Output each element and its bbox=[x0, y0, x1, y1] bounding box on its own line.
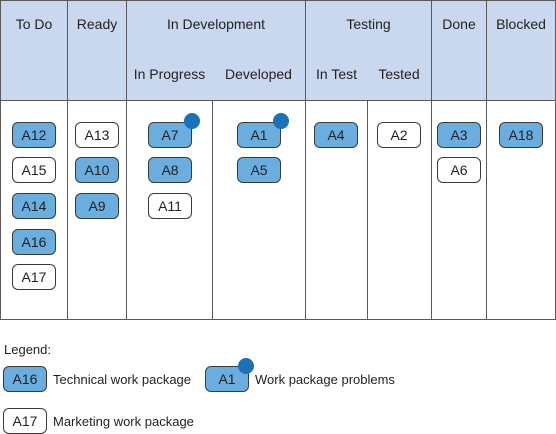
legend-problem-dot-icon bbox=[238, 358, 254, 374]
column-in-progress bbox=[127, 100, 213, 320]
work-package-card[interactable]: A6 bbox=[437, 157, 481, 183]
header-tested: Tested bbox=[367, 48, 432, 101]
card-label: A6 bbox=[450, 162, 468, 178]
header-done-label: Done bbox=[442, 16, 476, 32]
card-label: A14 bbox=[21, 198, 47, 214]
header-todo: To Do bbox=[0, 0, 68, 101]
header-developed-label: Developed bbox=[225, 66, 292, 82]
work-package-card[interactable]: A18 bbox=[499, 122, 543, 148]
card-label: A18 bbox=[508, 127, 534, 143]
legend-technical-sample-label: A16 bbox=[12, 371, 38, 387]
work-package-card[interactable]: A17 bbox=[12, 264, 56, 290]
header-in-test: In Test bbox=[306, 48, 368, 101]
card-label: A2 bbox=[390, 127, 408, 143]
legend-problem-sample-label: A1 bbox=[218, 371, 236, 387]
work-package-card[interactable]: A15 bbox=[12, 157, 56, 183]
work-package-card[interactable]: A13 bbox=[75, 122, 119, 148]
header-ready: Ready bbox=[68, 0, 127, 101]
card-label: A8 bbox=[161, 162, 179, 178]
card-label: A11 bbox=[158, 198, 182, 214]
card-label: A16 bbox=[21, 234, 47, 250]
legend-marketing-sample: A17 bbox=[3, 408, 47, 434]
header-blocked-label: Blocked bbox=[496, 16, 546, 32]
legend-problem-label: Work package problems bbox=[255, 372, 395, 387]
board-border-bottom bbox=[0, 319, 556, 320]
card-label: A15 bbox=[21, 162, 47, 178]
card-label: A13 bbox=[84, 127, 110, 143]
legend-marketing-label: Marketing work package bbox=[53, 414, 194, 429]
problem-indicator-icon bbox=[273, 113, 289, 129]
work-package-card[interactable]: A8 bbox=[148, 157, 192, 183]
kanban-board: To Do Ready In Development Testing Done … bbox=[0, 0, 556, 320]
header-in-test-label: In Test bbox=[316, 66, 357, 82]
header-blocked: Blocked bbox=[487, 0, 556, 101]
work-package-card[interactable]: A10 bbox=[75, 157, 119, 183]
header-in-progress: In Progress bbox=[127, 48, 213, 101]
work-package-card[interactable]: A9 bbox=[75, 193, 119, 219]
column-todo bbox=[0, 100, 68, 320]
header-developed: Developed bbox=[212, 48, 306, 101]
column-in-test bbox=[306, 100, 368, 320]
card-label: A10 bbox=[84, 162, 110, 178]
legend-technical-label: Technical work package bbox=[53, 372, 192, 387]
column-tested bbox=[367, 100, 432, 320]
card-label: A17 bbox=[21, 269, 47, 285]
header-in-development: In Development bbox=[127, 0, 306, 49]
work-package-card[interactable]: A5 bbox=[237, 157, 281, 183]
column-ready bbox=[68, 100, 127, 320]
header-testing-label: Testing bbox=[346, 16, 391, 32]
header-todo-label: To Do bbox=[15, 16, 53, 32]
card-label: A7 bbox=[161, 127, 179, 143]
card-label: A9 bbox=[88, 198, 106, 214]
work-package-card[interactable]: A1 bbox=[237, 122, 281, 148]
work-package-card[interactable]: A3 bbox=[437, 122, 481, 148]
card-label: A12 bbox=[21, 127, 47, 143]
card-label: A4 bbox=[327, 127, 345, 143]
header-ready-label: Ready bbox=[76, 16, 118, 32]
legend-technical-sample: A16 bbox=[3, 366, 47, 392]
work-package-card[interactable]: A2 bbox=[377, 122, 421, 148]
header-testing: Testing bbox=[306, 0, 432, 49]
work-package-card[interactable]: A14 bbox=[12, 193, 56, 219]
board-border-left bbox=[0, 0, 1, 320]
legend-title: Legend: bbox=[4, 342, 51, 357]
column-developed bbox=[212, 100, 306, 320]
card-label: A1 bbox=[250, 127, 268, 143]
problem-indicator-icon bbox=[184, 113, 200, 129]
board-border-top bbox=[0, 0, 556, 1]
work-package-card[interactable]: A16 bbox=[12, 229, 56, 255]
work-package-card[interactable]: A12 bbox=[12, 122, 56, 148]
header-in-development-label: In Development bbox=[166, 16, 266, 32]
work-package-card[interactable]: A4 bbox=[314, 122, 358, 148]
work-package-card[interactable]: A11 bbox=[148, 193, 192, 219]
header-done: Done bbox=[432, 0, 487, 101]
legend-marketing-sample-label: A17 bbox=[12, 413, 38, 429]
header-in-progress-label: In Progress bbox=[133, 66, 206, 82]
header-tested-label: Tested bbox=[378, 66, 420, 82]
card-label: A5 bbox=[250, 162, 268, 178]
card-label: A3 bbox=[450, 127, 468, 143]
column-done bbox=[432, 100, 487, 320]
work-package-card[interactable]: A7 bbox=[148, 122, 192, 148]
legend: Legend: A16 Technical work package A1 Wo… bbox=[0, 330, 556, 434]
header-divider bbox=[0, 100, 556, 101]
